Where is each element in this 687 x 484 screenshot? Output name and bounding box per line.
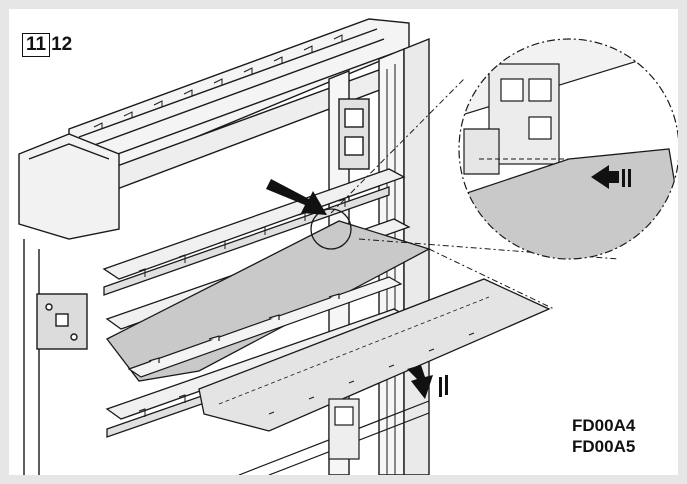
push-arrow-icon [266,179,327,215]
detail-lens [458,38,678,260]
insertion-arrow-icon [591,165,631,189]
detail-leader-lines [330,78,620,310]
current-step-number: 11 [22,33,51,57]
insertion-arrow-icon [407,365,448,399]
detail-marker-circle [310,208,352,250]
step-indicator: 11 12 [22,33,72,57]
part-reference: FD00A5 [572,437,636,456]
part-references: FD00A4 FD00A5 [572,415,635,457]
board-connector [127,276,403,378]
assembly-drawing [18,18,678,475]
illustration-frame: 11 12 FD00A4 FD00A5 [9,9,678,475]
part-reference: FD00A4 [572,416,636,435]
left-bracket [18,133,120,475]
lower-slot [238,398,430,475]
total-steps-number: 12 [51,34,73,55]
